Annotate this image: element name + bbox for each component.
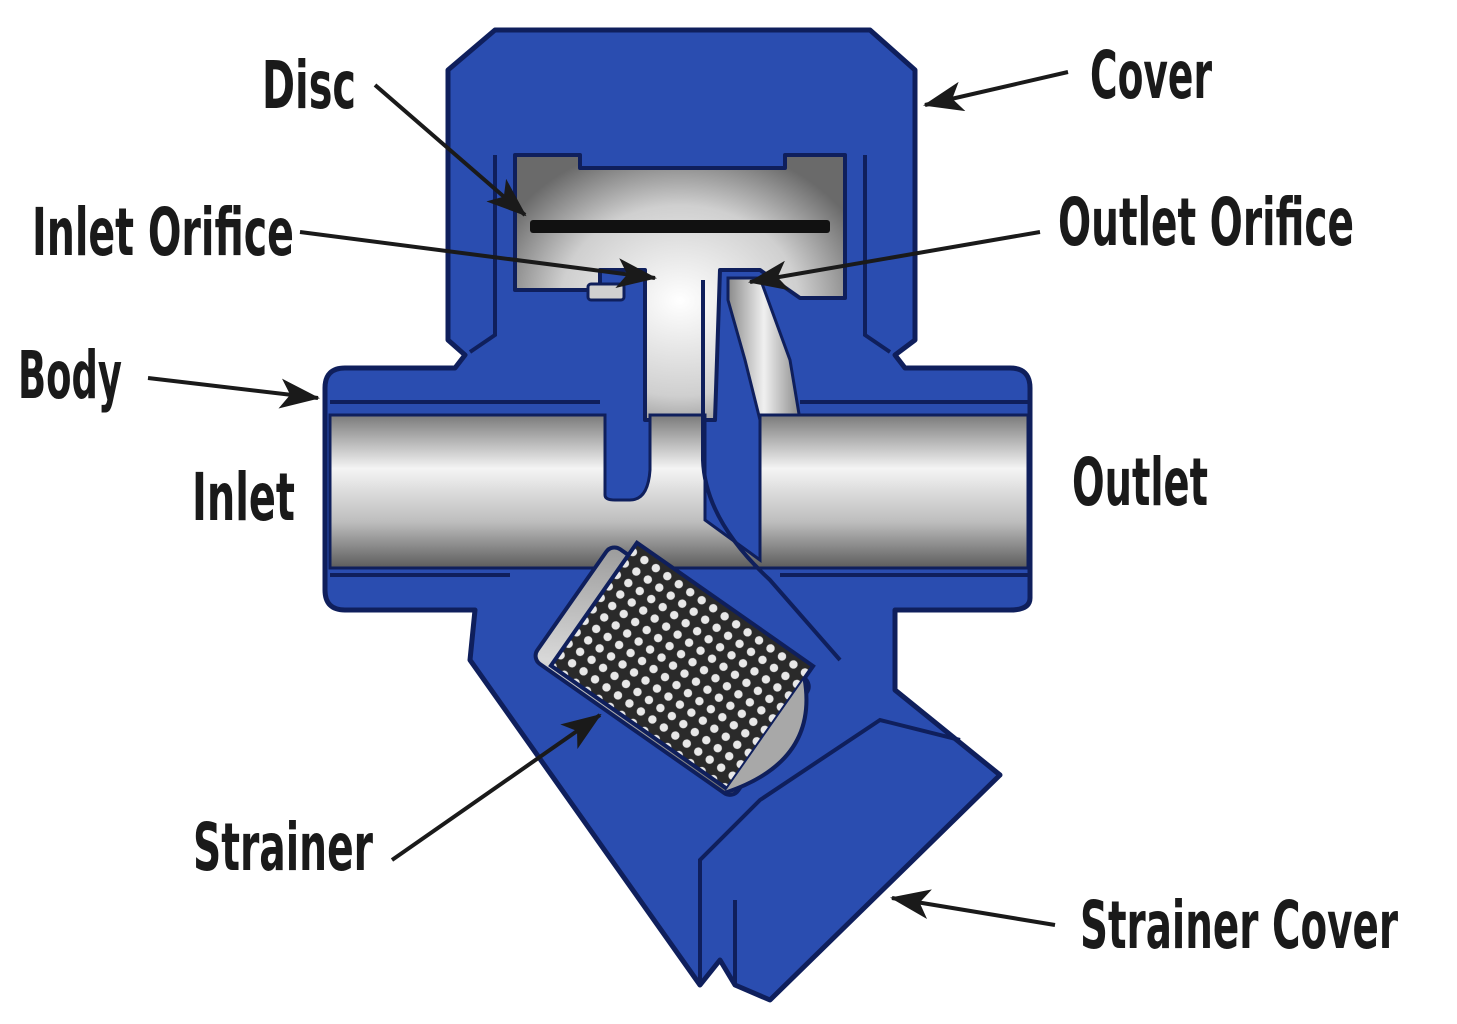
cover-arrow: [923, 70, 1069, 112]
inlet-orifice-arrow: [299, 230, 657, 288]
body-arrow: [147, 376, 320, 409]
disc-plate: [530, 220, 830, 233]
outlet-orifice-arrow: [748, 230, 1041, 291]
callout-labels: Disc Cover Inlet Orifice Outlet Orifice …: [18, 37, 1398, 964]
label-strainer-cover: Strainer Cover: [1080, 887, 1398, 964]
label-outlet: Outlet: [1072, 444, 1208, 521]
strainer-assembly: [533, 539, 816, 797]
label-body: Body: [18, 337, 122, 414]
strainer-arrow: [390, 713, 602, 862]
strainer-cover-arrow: [890, 889, 1056, 927]
label-disc: Disc: [262, 47, 356, 124]
label-strainer: Strainer: [193, 809, 373, 886]
pipe-bore: [328, 280, 1030, 662]
label-cover: Cover: [1090, 37, 1212, 114]
label-outlet-orifice: Outlet Orifice: [1058, 184, 1354, 261]
disc-arrow: [373, 83, 527, 217]
label-inlet-orifice: Inlet Orifice: [32, 194, 294, 271]
leader-arrows: [147, 70, 1069, 927]
label-inlet: Inlet: [192, 459, 295, 536]
